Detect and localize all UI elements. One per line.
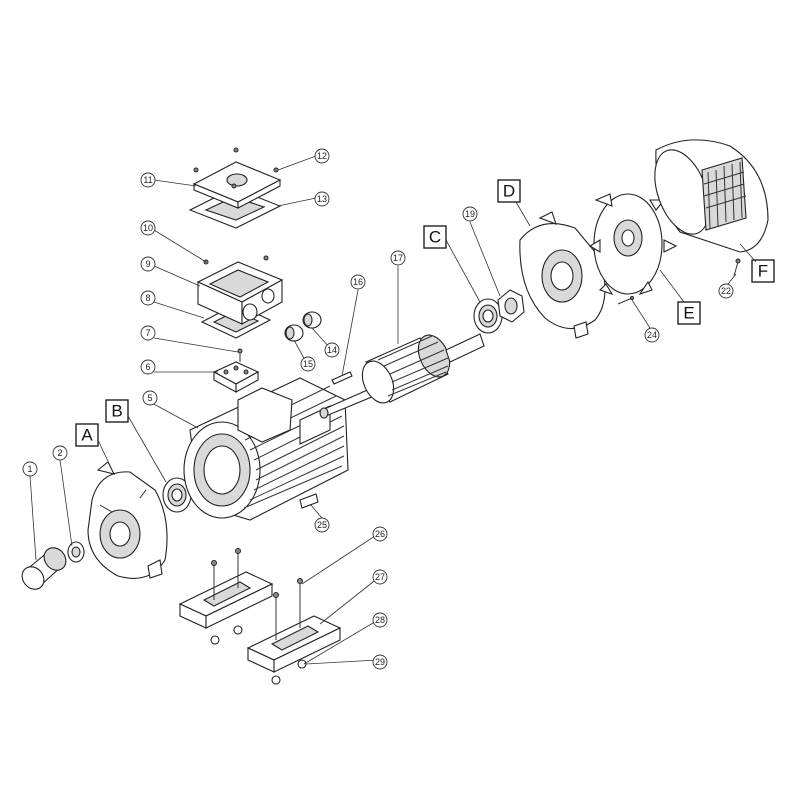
svg-text:8: 8: [145, 293, 150, 303]
callout-27: 27: [372, 569, 388, 585]
svg-text:22: 22: [721, 286, 731, 296]
svg-text:2: 2: [57, 448, 62, 458]
cooling-fan-e: [588, 193, 678, 296]
callout-7: 7: [140, 325, 156, 341]
part-11-terminal-box-cover: [192, 161, 282, 209]
part-14-cable-gland: [302, 311, 322, 329]
svg-text:D: D: [503, 182, 515, 201]
letter-box-f: F: [751, 259, 775, 283]
callout-10: 10: [140, 220, 156, 236]
callout-12: 12: [314, 148, 330, 164]
svg-text:C: C: [429, 228, 441, 247]
callout-26: 26: [372, 526, 388, 542]
callout-15: 15: [300, 356, 316, 372]
callout-9: 9: [140, 256, 156, 272]
svg-text:14: 14: [327, 345, 337, 355]
callout-1: 1: [22, 461, 38, 477]
svg-text:7: 7: [145, 328, 150, 338]
part-17-rotor: [319, 333, 485, 419]
part-7-screw: [237, 348, 243, 362]
part-2-seal-ring: [67, 541, 85, 563]
callout-8: 8: [140, 290, 156, 306]
letter-box-d: D: [497, 179, 521, 203]
svg-text:19: 19: [465, 209, 475, 219]
part-22-cover-screw: [733, 258, 741, 277]
callout-25: 25: [314, 517, 330, 533]
svg-text:13: 13: [317, 194, 327, 204]
callout-24: 24: [644, 327, 660, 343]
part-25-earth-terminal: [299, 493, 319, 509]
svg-text:F: F: [758, 262, 768, 281]
svg-text:27: 27: [375, 572, 385, 582]
svg-text:26: 26: [375, 529, 385, 539]
svg-text:B: B: [111, 402, 122, 421]
callout-19: 19: [462, 206, 478, 222]
callout-28: 28: [372, 612, 388, 628]
svg-text:15: 15: [303, 359, 313, 369]
callout-13: 13: [314, 191, 330, 207]
callout-29: 29: [372, 654, 388, 670]
callout-16: 16: [350, 274, 366, 290]
front-bearing-b: [162, 477, 192, 513]
svg-text:1: 1: [27, 464, 32, 474]
svg-text:28: 28: [375, 615, 385, 625]
mounting-foot-left: [178, 548, 274, 645]
svg-text:A: A: [81, 426, 93, 445]
callout-17: 17: [390, 250, 406, 266]
callout-11: 11: [140, 172, 156, 188]
fan-cover-f: [654, 139, 769, 253]
mounting-foot-right: [246, 578, 342, 685]
letter-box-c: C: [423, 225, 447, 249]
svg-text:24: 24: [647, 330, 657, 340]
callout-14: 14: [324, 342, 340, 358]
letter-box-e: E: [677, 301, 701, 325]
svg-text:12: 12: [317, 151, 327, 161]
part-15-cable-gland: [284, 324, 304, 342]
rear-bearing-c: [473, 298, 503, 334]
callout-5: 5: [142, 390, 158, 406]
svg-text:5: 5: [147, 393, 152, 403]
svg-text:29: 29: [375, 657, 385, 667]
svg-text:6: 6: [145, 362, 150, 372]
letter-box-a: A: [75, 423, 99, 447]
part-9-terminal-box: [196, 255, 284, 325]
rear-end-shield-d: [519, 211, 606, 339]
part-5-stator-frame: [183, 377, 349, 521]
svg-text:17: 17: [393, 253, 403, 263]
part-6-terminal-block: [212, 361, 260, 393]
svg-text:10: 10: [143, 223, 153, 233]
part-19-wave-washer: [497, 289, 525, 323]
svg-text:9: 9: [145, 259, 150, 269]
leader-lines: [29, 155, 737, 665]
callout-6: 6: [140, 359, 156, 375]
svg-text:16: 16: [353, 277, 363, 287]
front-end-shield-a: [87, 461, 168, 579]
callout-22: 22: [718, 283, 734, 299]
letter-box-b: B: [105, 399, 129, 423]
part-24-fan-pin: [617, 296, 634, 305]
svg-text:25: 25: [317, 520, 327, 530]
part-1-shaft-plug: [21, 547, 67, 590]
callout-2: 2: [52, 445, 68, 461]
part-16-key: [331, 371, 353, 385]
svg-text:11: 11: [143, 175, 152, 185]
svg-text:E: E: [683, 304, 694, 323]
letter-leaders: [97, 201, 757, 483]
